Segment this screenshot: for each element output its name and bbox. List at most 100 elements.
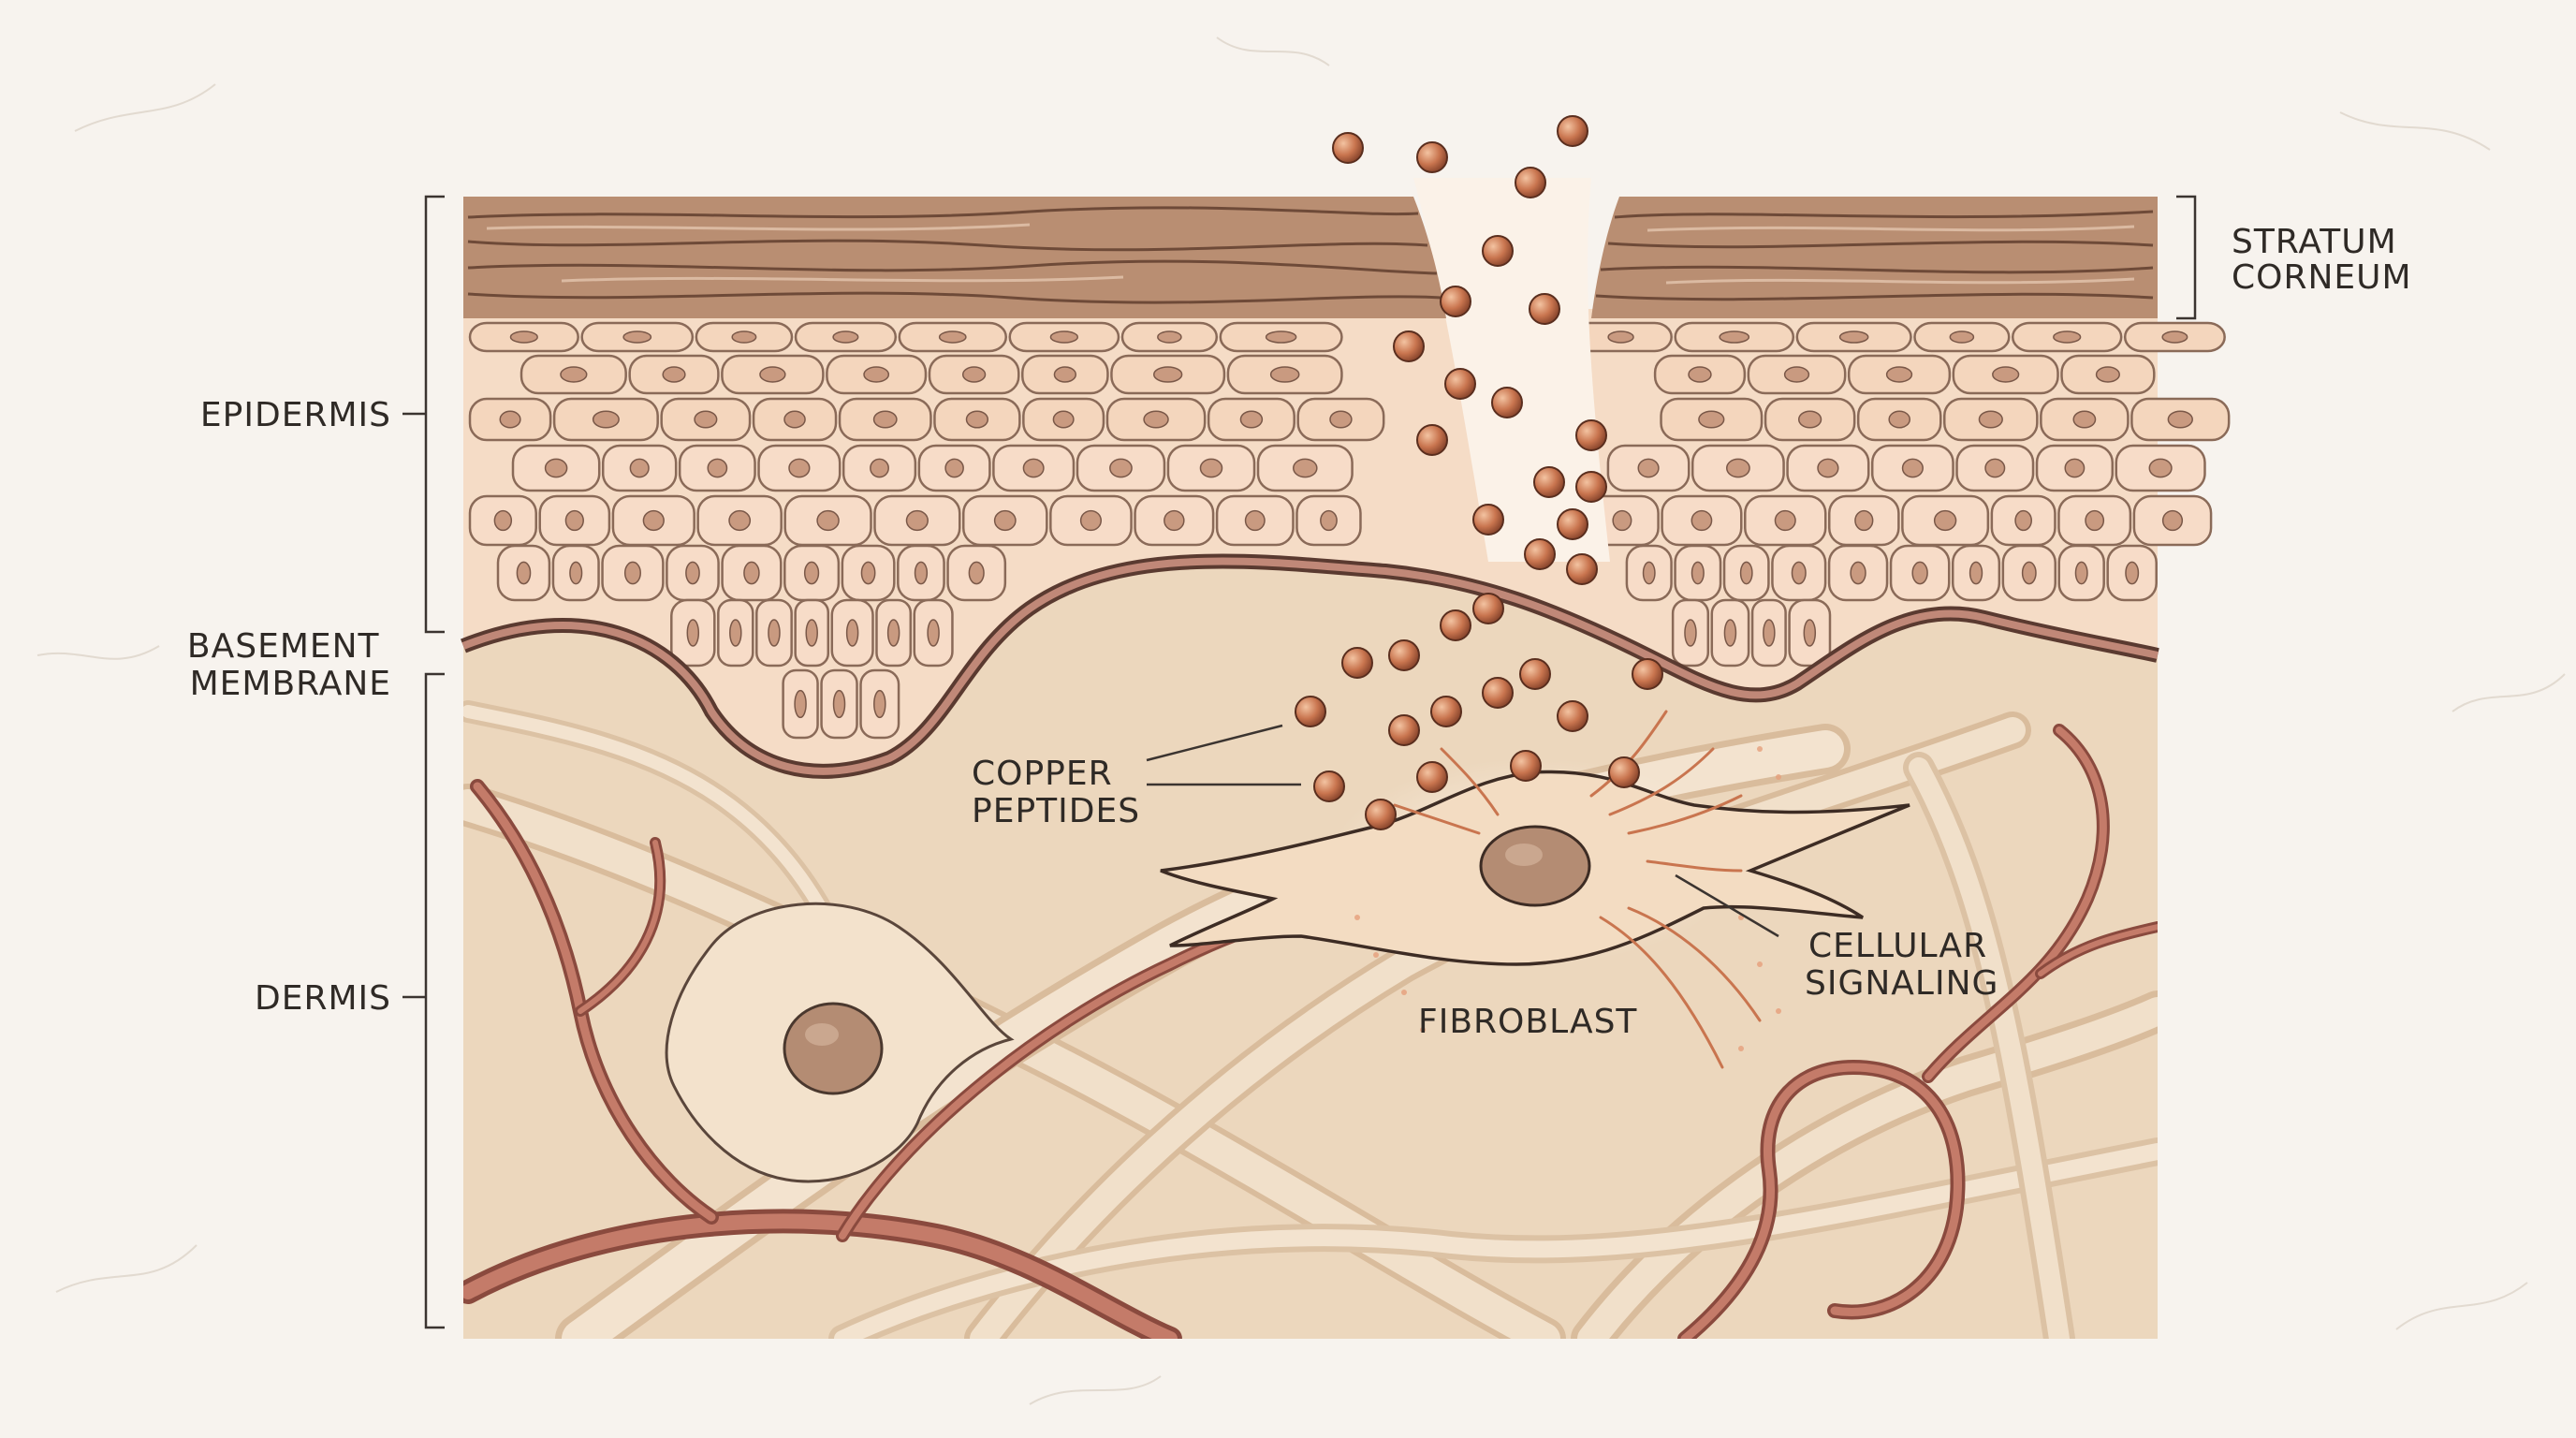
permeation-channel: [1413, 178, 1610, 562]
cell-nucleus: [1612, 509, 1632, 532]
cell-nucleus: [1157, 330, 1182, 344]
basement-membrane: [461, 553, 2159, 779]
cell-nucleus: [1774, 509, 1796, 532]
copper-peptide: [1533, 466, 1565, 498]
cell-nucleus: [1079, 509, 1103, 532]
cell-nucleus: [872, 410, 898, 429]
cell-nucleus: [1292, 458, 1318, 478]
cell-nucleus: [832, 689, 846, 719]
cell-nucleus: [2095, 366, 2120, 383]
cell-nucleus: [1719, 330, 1750, 344]
cell-nucleus: [729, 619, 742, 647]
copper-peptide: [1482, 677, 1514, 709]
copper-peptide: [1557, 700, 1588, 732]
cell-nucleus: [1885, 366, 1913, 383]
cell-nucleus: [965, 410, 989, 429]
copper-peptide: [1482, 235, 1514, 267]
cell-nucleus: [1607, 330, 1634, 344]
cell-nucleus: [493, 509, 513, 532]
cell-nucleus: [2085, 509, 2105, 532]
copper-peptide: [1575, 419, 1607, 451]
cell-nucleus: [1690, 561, 1705, 585]
cell-nucleus: [2148, 458, 2173, 478]
cell-nucleus: [622, 330, 652, 344]
cell-nucleus: [1933, 509, 1957, 532]
cell-nucleus: [2074, 561, 2088, 585]
cell-nucleus: [914, 561, 929, 585]
cell-nucleus: [731, 330, 757, 344]
signaling-arrows: [1393, 710, 1762, 1069]
cell-nucleus: [1642, 561, 1656, 585]
cell-nucleus: [1690, 509, 1713, 532]
copper-peptide: [1510, 750, 1542, 782]
cell-nucleus: [1022, 458, 1045, 478]
cell-nucleus: [783, 410, 806, 429]
copper-peptides-leader-1: [1146, 724, 1283, 762]
copper-peptide: [1440, 286, 1471, 317]
basement-membrane-label: BASEMENT MEMBRANE: [187, 627, 391, 703]
cell-nucleus: [1320, 509, 1338, 532]
cell-nucleus: [816, 509, 840, 532]
copper-peptide: [1491, 387, 1523, 418]
copper-peptide: [1557, 115, 1588, 147]
cell-nucleus: [1049, 330, 1079, 344]
epidermis-label: EPIDERMIS: [200, 396, 391, 434]
cell-nucleus: [629, 458, 650, 478]
cell-nucleus: [1329, 410, 1353, 429]
cell-nucleus: [1164, 509, 1185, 532]
copper-peptide: [1416, 424, 1448, 456]
cell-nucleus: [1637, 458, 1660, 478]
cell-nucleus: [1244, 509, 1266, 532]
cell-nucleus: [1984, 458, 2006, 478]
copper-peptide: [1393, 330, 1425, 362]
cell-nucleus: [759, 366, 786, 383]
copper-peptide: [1365, 799, 1397, 830]
paper-texture: [37, 37, 2566, 1405]
cell-nucleus: [886, 619, 900, 647]
cell-nucleus: [805, 619, 818, 647]
copper-peptide: [1519, 658, 1551, 690]
cell-nucleus: [544, 458, 568, 478]
cell-nucleus: [1199, 458, 1223, 478]
cell-nucleus: [1723, 619, 1737, 647]
blood-vessels: [463, 724, 2158, 1339]
cell-nucleus: [1763, 619, 1776, 647]
cell-nucleus: [685, 561, 700, 585]
leader-lines: [402, 195, 2197, 1329]
cell-nucleus: [509, 330, 538, 344]
cell-nucleus: [1949, 330, 1975, 344]
cell-nucleus: [1854, 509, 1874, 532]
cell-nucleus: [2125, 561, 2140, 585]
copper-peptide: [1388, 639, 1420, 671]
cell-nucleus: [642, 509, 665, 532]
cell-nucleus: [1725, 458, 1750, 478]
cell-nucleus: [927, 619, 940, 647]
cell-nucleus: [686, 619, 700, 647]
cell-nucleus: [803, 561, 820, 585]
cell-nucleus: [860, 561, 876, 585]
cell-nucleus: [560, 366, 588, 383]
copper-peptide: [1472, 504, 1504, 536]
cell-nucleus: [832, 330, 859, 344]
cell-nucleus: [870, 458, 889, 478]
cell-nucleus: [1109, 458, 1133, 478]
cell-nucleus: [1969, 561, 1983, 585]
cell-nucleus: [2021, 561, 2037, 585]
cell-nucleus: [623, 561, 641, 585]
copper-peptide: [1440, 609, 1471, 641]
cell-nucleus: [1688, 366, 1712, 383]
cell-nucleus: [1152, 366, 1183, 383]
copper-peptide: [1388, 714, 1420, 746]
copper-peptide: [1444, 368, 1476, 400]
fibroblast-label: FIBROBLAST: [1418, 1003, 1637, 1041]
cell-nucleus: [728, 509, 752, 532]
cell-nucleus: [707, 458, 728, 478]
cell-nucleus: [1888, 410, 1911, 429]
cell-nucleus: [1239, 410, 1264, 429]
cell-nucleus: [743, 561, 760, 585]
cell-nucleus: [873, 689, 886, 719]
cell-nucleus: [788, 458, 811, 478]
copper-peptide: [1295, 696, 1326, 727]
cell-nucleus: [1052, 410, 1075, 429]
copper-peptide: [1430, 696, 1462, 727]
